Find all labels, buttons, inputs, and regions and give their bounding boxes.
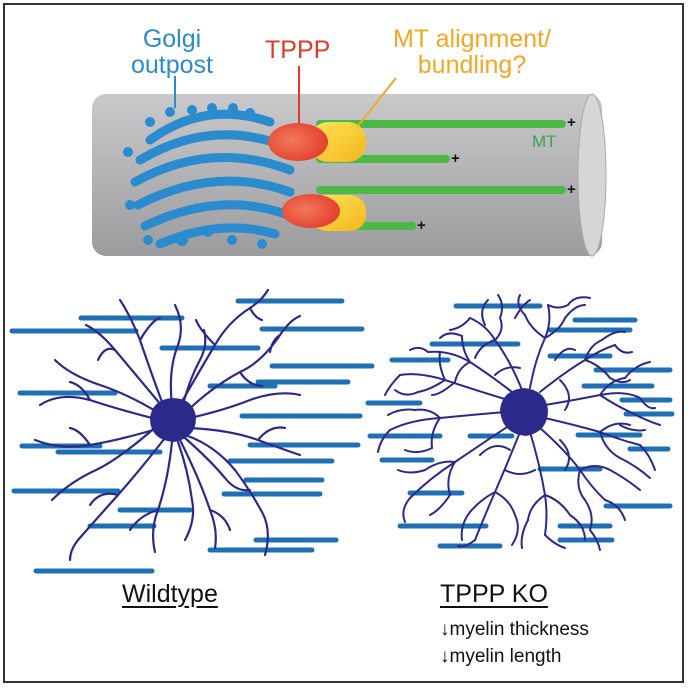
wildtype-cell-body: [150, 398, 196, 442]
mt-align-pointer: [357, 77, 397, 127]
golgi-label-line1: Golgi: [142, 25, 202, 53]
golgi-outpost-label: Golgi outpost: [122, 26, 222, 78]
plus-end-4: +: [417, 217, 426, 234]
mt-align-protein-1: [310, 122, 366, 162]
myelin-thickness-note: ↓myelin thickness: [440, 619, 589, 640]
axon-segment: [92, 93, 607, 257]
mt-alignment-label: MT alignment/ bundling?: [372, 26, 572, 78]
ko-cell-body: [500, 388, 548, 436]
wildtype-caption: Wildtype: [122, 580, 218, 608]
microtubule-3: [316, 186, 566, 194]
myelin-length-note: ↓myelin length: [440, 646, 562, 667]
golgi-label-line2: outpost: [130, 51, 213, 79]
plus-end-1: +: [567, 114, 576, 131]
tppp-ko-caption: TPPP KO: [440, 580, 548, 608]
tppp-proteins: [268, 123, 340, 228]
golgi-outpost: [130, 109, 295, 249]
mt-align-label-line1: MT alignment/: [393, 25, 551, 53]
ko-processes: [377, 294, 661, 551]
tppp-protein-2: [282, 194, 340, 228]
microtubule-1: [316, 120, 566, 128]
mt-align-label-line2: bundling?: [417, 51, 527, 79]
golgi-vesicles: [123, 103, 267, 249]
tppp-label: TPPP: [265, 36, 331, 64]
tppp-protein-1: [268, 123, 328, 161]
plus-end-2: +: [451, 150, 460, 167]
wildtype-processes: [33, 288, 302, 562]
wildtype-myelin-segments: [9, 298, 375, 574]
plus-end-3: +: [567, 181, 576, 198]
mt-label: MT: [532, 132, 557, 151]
